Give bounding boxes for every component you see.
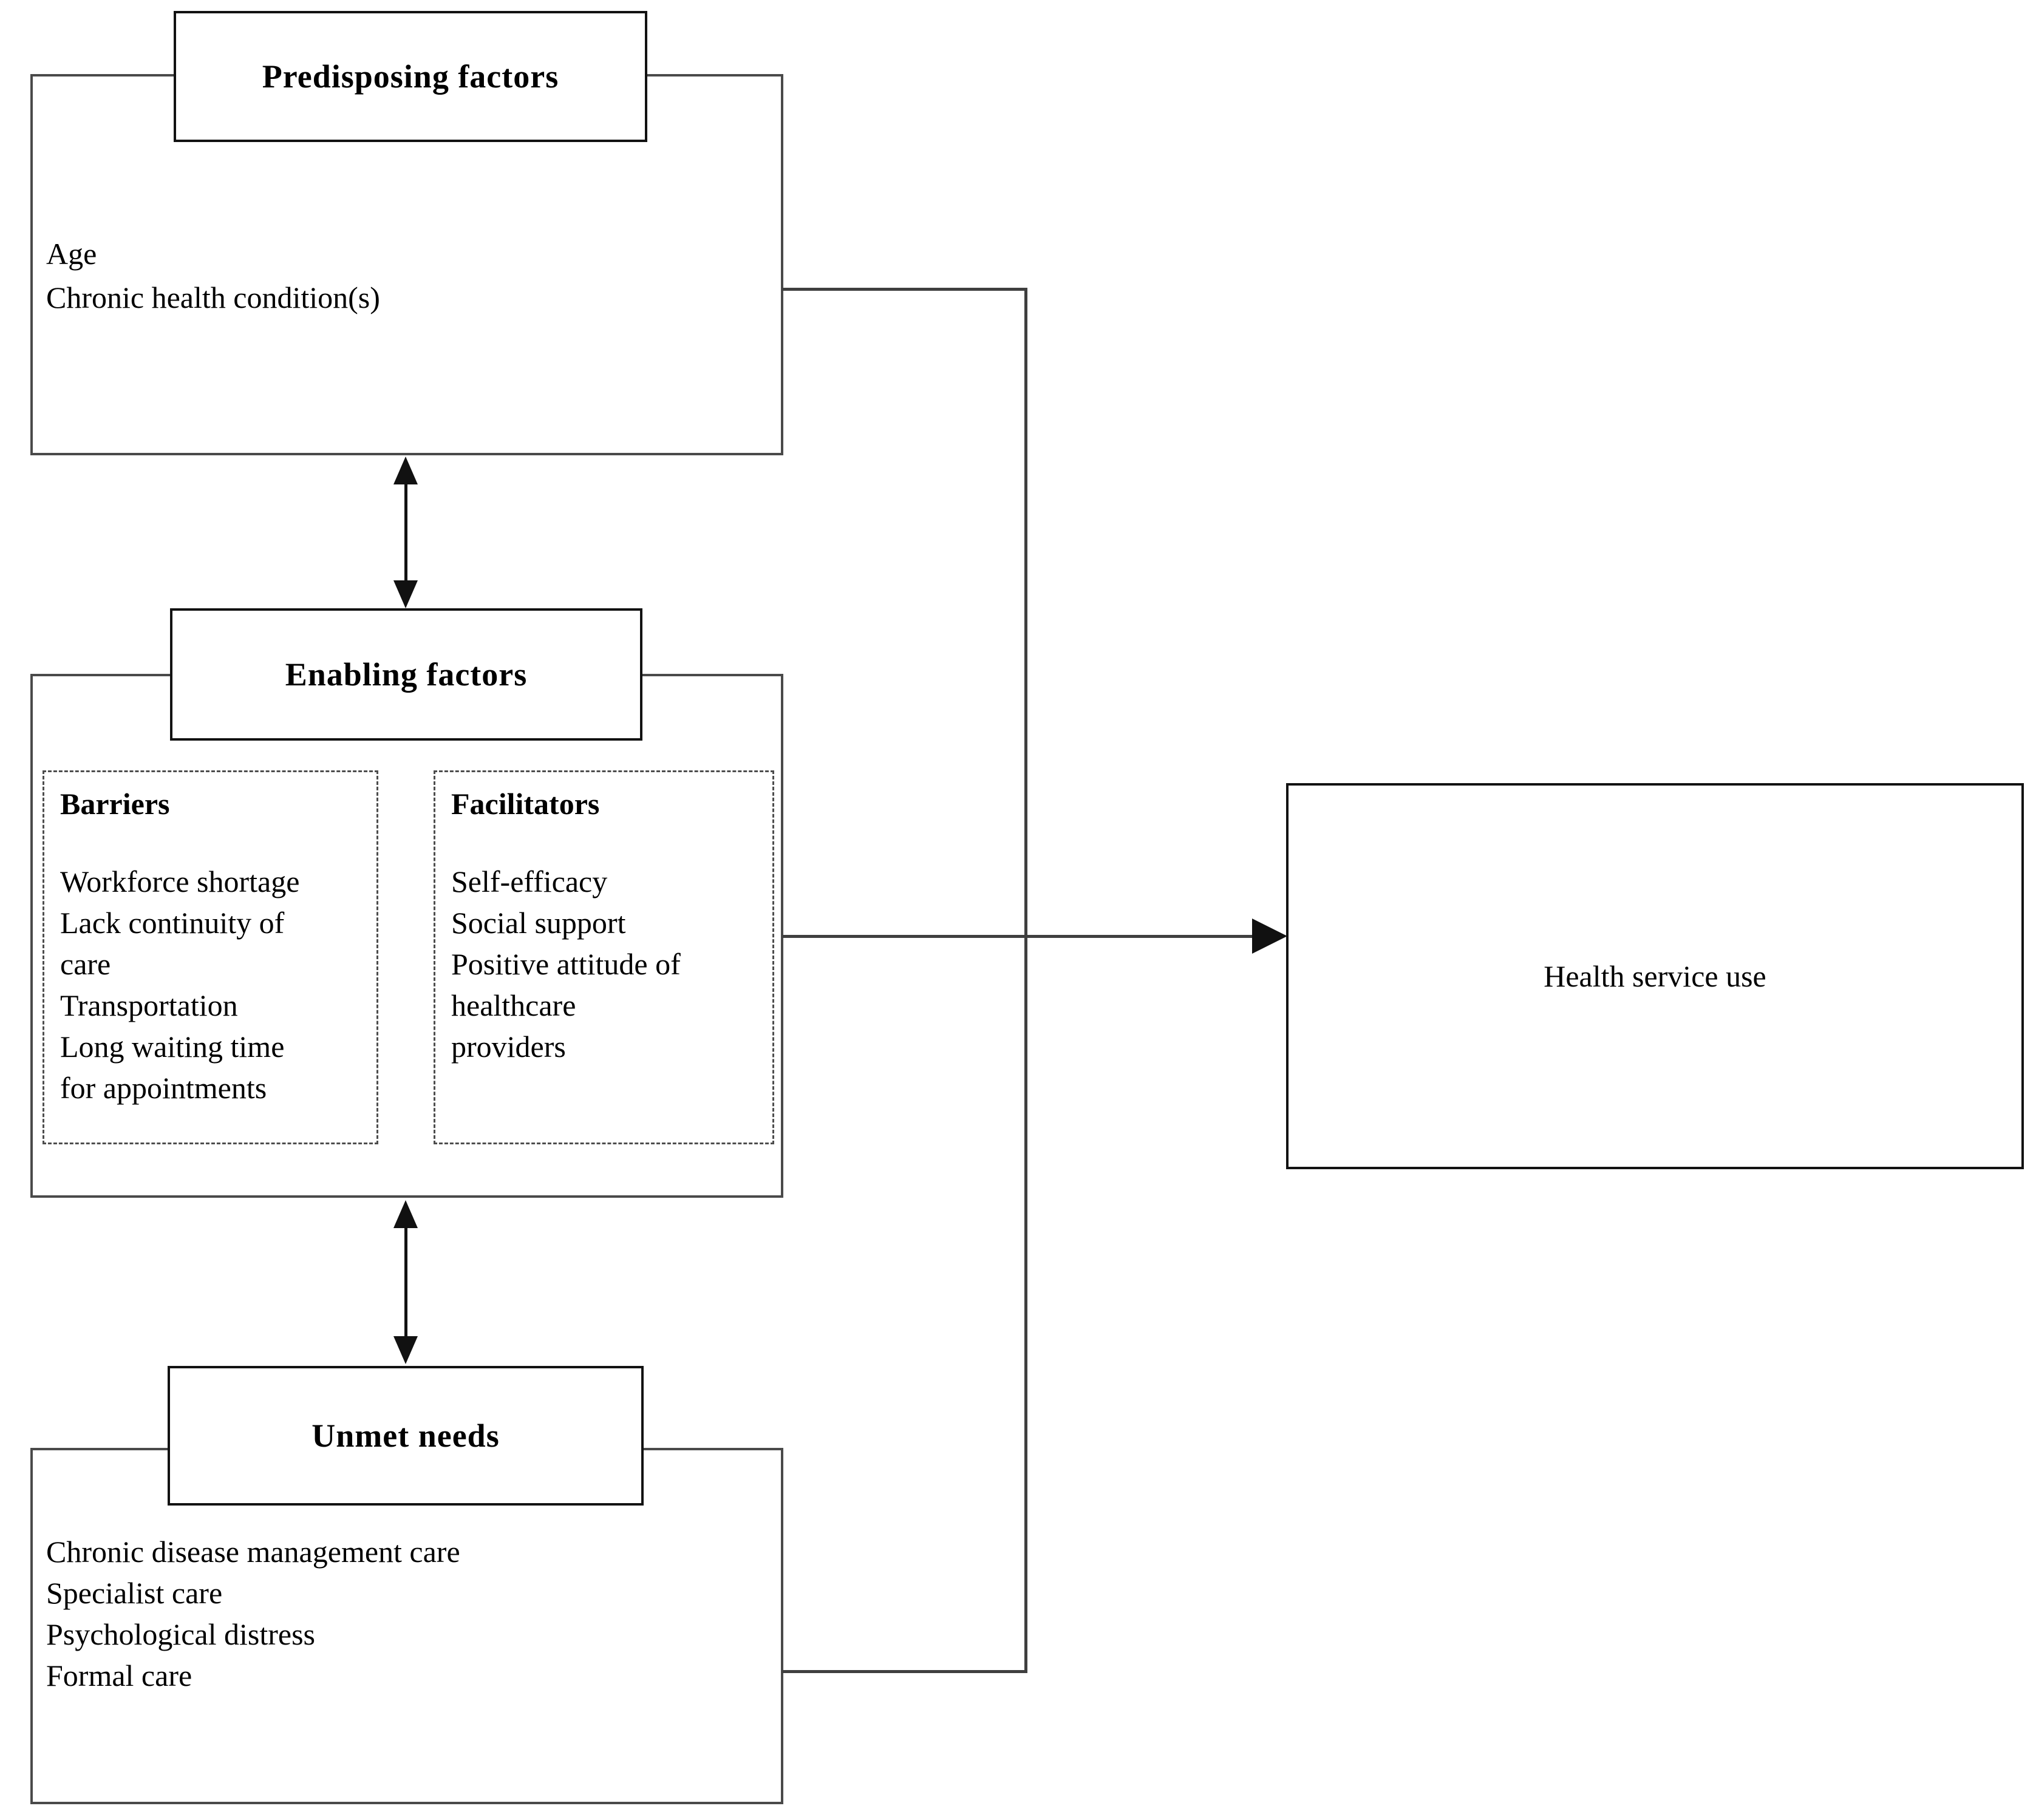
health-service-use-box: Health service use [1286, 783, 2024, 1169]
predisposing-title-box: Predisposing factors [174, 11, 647, 142]
health-service-use-label: Health service use [1544, 959, 1766, 993]
facilitators-heading: Facilitators [451, 787, 600, 821]
predisposing-items: Age Chronic health condition(s) [46, 237, 380, 314]
predisposing-title-label: Predisposing factors [262, 58, 559, 95]
enabling-title-label: Enabling factors [285, 656, 528, 693]
arrowhead-down-icon [393, 1336, 418, 1364]
connector-bottom-line [782, 1670, 1027, 1673]
arrowhead-up-icon [393, 457, 418, 484]
barriers-items: Workforce shortage Lack continuity of ca… [60, 864, 300, 1105]
barriers-heading: Barriers [60, 787, 170, 821]
arrowhead-up-icon [393, 1200, 418, 1228]
barriers-box: Barriers Workforce shortage Lack continu… [43, 770, 378, 1144]
connector-middle-line [782, 935, 1253, 938]
connector-vertical-line [1024, 288, 1027, 1673]
arrow-shaft [404, 482, 407, 584]
unmet-title-box: Unmet needs [168, 1366, 644, 1506]
facilitators-items: Self-efficacy Social support Positive at… [451, 864, 681, 1064]
unmet-title-label: Unmet needs [312, 1418, 500, 1454]
arrow-shaft [404, 1226, 407, 1339]
arrowhead-down-icon [393, 580, 418, 608]
connector-top-line [782, 288, 1027, 291]
arrowhead-right-icon [1252, 918, 1287, 954]
facilitators-box: Facilitators Self-efficacy Social suppor… [434, 770, 774, 1144]
unmet-items: Chronic disease management care Speciali… [46, 1535, 460, 1693]
enabling-title-box: Enabling factors [170, 608, 642, 741]
